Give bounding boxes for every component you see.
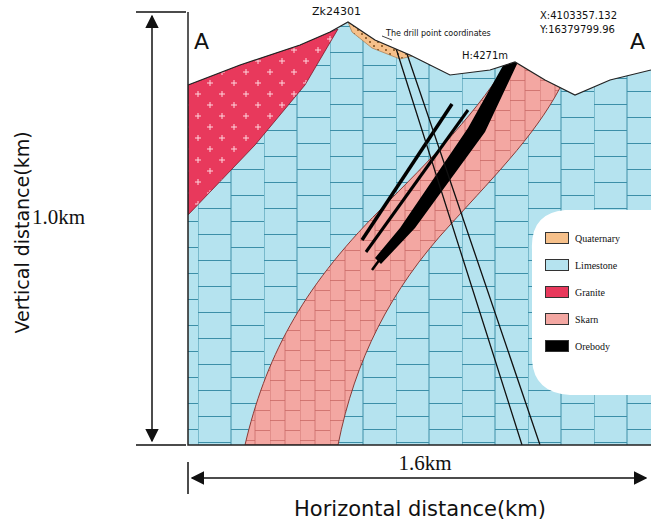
section-frame [188, 85, 651, 445]
legend-entry: Skarn [545, 313, 598, 325]
tick [136, 12, 186, 445]
legend-label: Limestone [575, 260, 617, 271]
dimension: 1.6km [398, 452, 451, 475]
dimension-arrow [192, 477, 646, 479]
axis-title: Vertical distance(km) [12, 131, 33, 333]
legend-entry: Granite [545, 286, 605, 298]
legend-label: Quaternary [575, 233, 620, 244]
legend-entry: Quaternary [545, 232, 620, 244]
legend-swatch [545, 313, 569, 325]
callout-note: The drill point coordinates [386, 30, 491, 39]
topography [188, 22, 651, 95]
legend-entry: Orebody [545, 340, 610, 352]
dimension-arrow [151, 16, 153, 441]
dimension: 1.0km [32, 206, 85, 229]
legend-label: Skarn [575, 314, 598, 325]
geology [188, 12, 651, 445]
legend-entry: Limestone [545, 259, 617, 271]
section-end: A [630, 30, 645, 54]
tick [187, 462, 189, 494]
section-end: A [194, 30, 209, 54]
legend-label: Orebody [575, 341, 610, 352]
elevation: H:4271m [462, 50, 508, 61]
legend-label: Granite [575, 287, 605, 298]
legend-swatch [545, 232, 569, 244]
legend-swatch [545, 340, 569, 352]
legend-swatch [545, 286, 569, 298]
axis-title: Horizontal distance(km) [294, 498, 546, 521]
coordinate: Y:16379799.96 [540, 24, 615, 35]
coordinate: X:4103357.132 [540, 10, 617, 21]
drill-hole-id: Zk24301 [312, 6, 361, 18]
legend-swatch [545, 259, 569, 271]
